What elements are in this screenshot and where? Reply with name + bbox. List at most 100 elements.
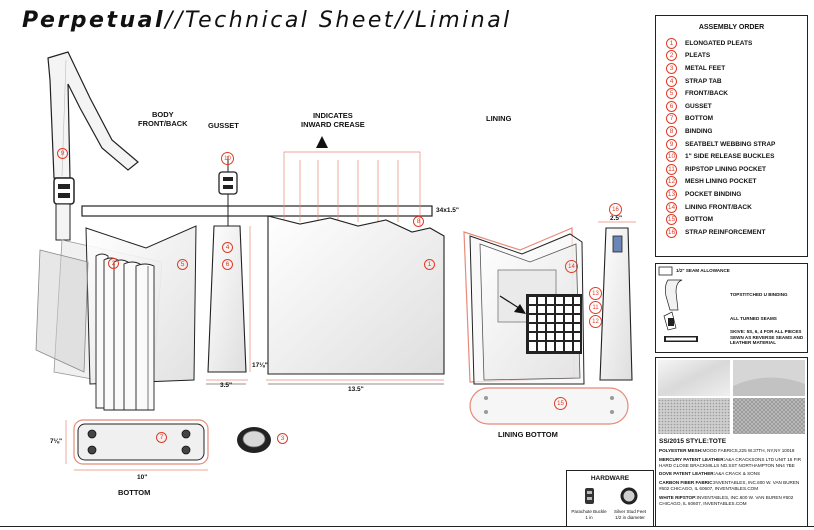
lining-bottom-panel <box>469 387 629 425</box>
assembly-item-label: 1" SIDE RELEASE BUCKLES <box>685 153 775 161</box>
assembly-item-number: 16 <box>666 226 677 238</box>
assembly-item: 15 BOTTOM <box>666 213 807 226</box>
strap-reinforcement <box>598 221 636 381</box>
strap-tab-bar <box>81 205 433 217</box>
hardware-icons <box>585 487 638 505</box>
material-desc: INVENTABLES, INC.600 W. VAN BUREN #602 C… <box>659 480 800 491</box>
style-label: SS/2015 STYLE:TOTE <box>659 438 727 445</box>
lining-bottom-label: LINING BOTTOM <box>498 430 558 439</box>
bottom-rule <box>0 526 814 527</box>
assembly-item-label: PLEATS <box>685 52 711 60</box>
assembly-item-label: SEATBELT WEBBING STRAP <box>685 140 776 148</box>
assembly-item-number: 7 <box>666 113 677 125</box>
material-desc: INVENTABLES, INC.600 W. VAN BUREN #602 C… <box>659 494 794 506</box>
assembly-item: 10 1" SIDE RELEASE BUCKLES <box>666 150 807 163</box>
callout-body: 5 <box>177 259 188 270</box>
material-entry: WHITE RIPSTOP:INVENTABLES, INC.600 W. VA… <box>659 495 804 507</box>
callout-buckle: 10 <box>221 152 234 165</box>
hardware-title: HARDWARE <box>590 475 630 482</box>
lining-width-dim: 13.5" <box>348 386 364 393</box>
assembly-item-number: 5 <box>666 88 677 100</box>
mesh-pocket <box>526 294 582 354</box>
callout-pleats: 2 <box>108 258 119 269</box>
callout-strap: 9 <box>57 148 68 159</box>
assembly-item-number: 8 <box>666 125 677 137</box>
gusset-panel <box>206 156 251 381</box>
callout-mesh: 12 <box>589 315 602 328</box>
assembly-item-label: BOTTOM <box>685 216 714 224</box>
assembly-item-label: FRONT/BACK <box>685 90 728 98</box>
gusset-height-dim: 17⅛" <box>252 362 268 369</box>
assembly-item-number: 1 <box>666 37 677 49</box>
bottom-label: BOTTOM <box>118 488 151 497</box>
material-desc: MOOD FABRICS,225 W.37TH, NY,NY 10018 <box>702 448 795 453</box>
sheet-title: Perpetual//Technical Sheet//Liminal <box>22 8 512 33</box>
assembly-item-label: METAL FEET <box>685 64 726 72</box>
assembly-item-number: 6 <box>666 100 677 112</box>
material-entry: CARBON FIBER FABRIC:INVENTABLES, INC.600… <box>659 480 804 492</box>
assembly-item-number: 3 <box>666 62 677 74</box>
material-entry: POLYESTER MESH:MOOD FABRICS,225 W.37TH, … <box>659 448 804 454</box>
bottom-panel <box>65 419 209 471</box>
materials-panel: SS/2015 STYLE:TOTE POLYESTER MESH:MOOD F… <box>655 357 808 527</box>
assembly-item-label: POCKET BINDING <box>685 190 742 198</box>
assembly-item-label: BOTTOM <box>685 115 714 123</box>
reinforcement-dim: 2.5" <box>610 215 623 222</box>
strap-tab-dim: 34x1.5" <box>436 207 459 214</box>
assembly-item-label: GUSSET <box>685 102 712 110</box>
gusset-width-dim: 3.5" <box>220 382 233 389</box>
assembly-item-number: 12 <box>666 176 677 188</box>
material-name: POLYESTER MESH: <box>659 448 703 453</box>
assembly-item: 1 ELONGATED PLEATS <box>666 37 807 50</box>
assembly-item: 2 PLEATS <box>666 50 807 63</box>
callout-ripstop: 11 <box>589 301 602 314</box>
metal-foot <box>237 427 271 453</box>
seam-legend-panel: 1/2" SEAM ALLOWANCE TOPSTITCHED U BINDIN… <box>655 263 808 353</box>
material-entry: DOVE PATENT LEATHER:A&A CRACK & SONS <box>659 471 804 477</box>
assembly-item-number: 15 <box>666 214 677 226</box>
callout-metal-feet: 3 <box>277 433 288 444</box>
assembly-item-number: 11 <box>666 163 677 175</box>
material-name: MERCURY PATENT LEATHER: <box>659 456 726 462</box>
seam-allowance-label: 1/2" SEAM ALLOWANCE <box>676 268 730 273</box>
seam-legend-drawing <box>658 266 698 342</box>
assembly-item-label: BINDING <box>685 127 713 135</box>
assembly-item: 6 GUSSET <box>666 100 807 113</box>
bottom-width-dim: 10" <box>137 474 148 481</box>
seatbelt-strap <box>47 51 139 179</box>
assembly-item-number: 10 <box>666 151 677 163</box>
material-desc: A&A CRACKSONS LTD UNIT 16 FIR HARD CLOSE… <box>659 456 802 468</box>
material-name: CARBON FIBER FABRIC: <box>659 480 715 486</box>
assembly-item-label: ELONGATED PLEATS <box>685 39 753 47</box>
elongated-pleats-panel <box>266 215 445 381</box>
callout-binding: 8 <box>413 216 424 227</box>
assembly-item: 8 BINDING <box>666 125 807 138</box>
topstitched-label: TOPSTITCHED U BINDING <box>730 292 788 297</box>
callout-gusset: 6 <box>222 259 233 270</box>
assembly-item-number: 2 <box>666 50 677 62</box>
garment-drawing <box>35 51 636 471</box>
assembly-item-number: 14 <box>666 201 677 213</box>
assembly-item: 5 FRONT/BACK <box>666 87 807 100</box>
callout-lining-bottom: 15 <box>554 397 567 410</box>
assembly-item: 7 BOTTOM <box>666 113 807 126</box>
callout-bottom: 7 <box>156 432 167 443</box>
crease-indicator <box>283 136 421 226</box>
gusset-label: GUSSET <box>208 121 239 130</box>
assembly-order-title: ASSEMBLY ORDER <box>698 24 765 31</box>
side-release-buckle <box>53 177 75 205</box>
assembly-item-label: STRAP TAB <box>685 77 722 85</box>
material-name: DOVE PATENT LEATHER: <box>659 471 716 477</box>
callout-elongated-pleats: 1 <box>424 259 435 270</box>
